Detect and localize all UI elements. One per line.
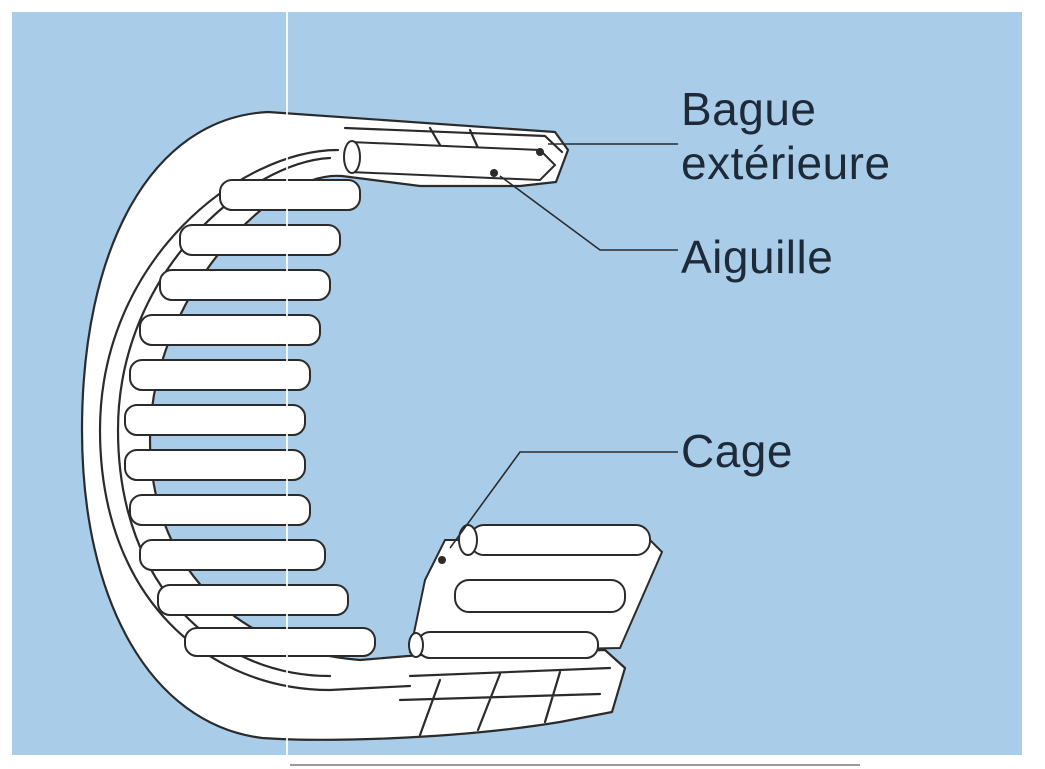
outer-ring-label-line1: Bague (681, 82, 1021, 136)
outer-ring-label: Bague extérieure (681, 82, 1021, 190)
cage-section-bottom (409, 525, 662, 658)
cage-label: Cage (681, 424, 793, 478)
image-seam-line (286, 0, 288, 769)
leader-lines (450, 144, 678, 548)
bottom-divider (290, 764, 860, 766)
needle-label: Aiguille (681, 230, 833, 284)
outer-ring-label-line2: extérieure (681, 136, 1021, 190)
